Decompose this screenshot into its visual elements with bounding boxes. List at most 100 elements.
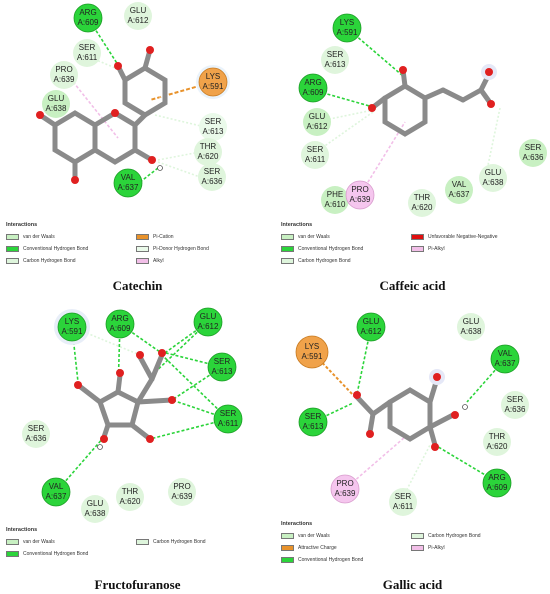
interaction-line (149, 418, 229, 440)
svg-text:VAL: VAL (49, 482, 64, 491)
interaction-line (318, 111, 374, 151)
svg-text:A:620: A:620 (120, 497, 141, 506)
legend-item: Pi-Alkyl (411, 246, 445, 252)
interaction-line (129, 167, 159, 191)
svg-text:ARG: ARG (111, 314, 128, 323)
svg-text:A:612: A:612 (198, 322, 219, 331)
svg-text:LYS: LYS (305, 342, 320, 351)
svg-text:GLU: GLU (363, 317, 380, 326)
svg-text:SER: SER (204, 167, 221, 176)
interaction-line (69, 77, 119, 139)
fructofuranose-legend: Interactions van der Waals Conventional … (6, 527, 266, 567)
panel-caption: Caffeic acid (379, 278, 446, 293)
svg-text:THR: THR (122, 487, 139, 496)
svg-text:A:637: A:637 (118, 183, 139, 192)
interaction-line (71, 326, 79, 383)
atom-markers (36, 46, 163, 184)
svg-text:GLU: GLU (309, 112, 326, 121)
legend-item: Unfavorable Negative-Negative (411, 234, 497, 240)
svg-text:A:636: A:636 (202, 177, 223, 186)
legend-item: van der Waals (281, 533, 330, 539)
svg-text:ARG: ARG (304, 78, 321, 87)
catechin-legend: Interactions van der Waals Conventional … (6, 222, 266, 272)
svg-text:VAL: VAL (452, 180, 467, 189)
svg-text:PRO: PRO (55, 65, 72, 74)
svg-text:A:611: A:611 (393, 502, 414, 511)
svg-text:A:611: A:611 (77, 53, 98, 62)
interaction-line (161, 321, 209, 356)
interaction-line (466, 358, 506, 403)
svg-text:A:613: A:613 (325, 60, 346, 69)
svg-text:GLU: GLU (48, 94, 65, 103)
svg-text:SER: SER (205, 117, 222, 126)
svg-text:A:609: A:609 (303, 88, 324, 97)
panel-caption: Gallic acid (382, 577, 443, 592)
svg-text:SER: SER (79, 43, 96, 52)
legend-item: Carbon Hydrogen Bond (136, 539, 206, 545)
svg-text:GLU: GLU (200, 312, 217, 321)
svg-text:PRO: PRO (173, 482, 190, 491)
svg-text:LYS: LYS (340, 18, 355, 27)
svg-text:A:612: A:612 (361, 327, 382, 336)
svg-text:SER: SER (327, 50, 344, 59)
svg-text:A:609: A:609 (487, 483, 508, 492)
interaction-line (486, 107, 501, 171)
svg-text:SER: SER (307, 145, 324, 154)
legend-title: Interactions (6, 222, 38, 228)
svg-text:A:639: A:639 (350, 195, 371, 204)
interaction-line (324, 109, 374, 121)
legend-title: Interactions (281, 222, 313, 228)
svg-text:A:637: A:637 (449, 190, 470, 199)
svg-text:A:612: A:612 (307, 122, 328, 131)
interaction-line (154, 114, 206, 128)
svg-text:A:638: A:638 (46, 104, 67, 113)
svg-text:THR: THR (414, 193, 431, 202)
legend-item: Carbon Hydrogen Bond (281, 258, 351, 264)
svg-text:A:611: A:611 (218, 419, 239, 428)
svg-text:SER: SER (214, 357, 231, 366)
interaction-line (359, 121, 406, 196)
svg-text:SER: SER (28, 424, 45, 433)
interaction-line (157, 151, 201, 161)
svg-text:GLU: GLU (130, 6, 147, 15)
svg-text:A:636: A:636 (505, 405, 526, 414)
svg-text:A:638: A:638 (483, 178, 504, 187)
svg-text:A:639: A:639 (335, 489, 356, 498)
legend-item: van der Waals (6, 539, 55, 545)
svg-text:A:609: A:609 (78, 18, 99, 27)
panel-caption: Catechin (112, 278, 163, 293)
svg-text:THR: THR (489, 432, 506, 441)
legend-item: Conventional Hydrogen Bond (6, 246, 88, 252)
interaction-line (402, 444, 431, 498)
svg-text:A:612: A:612 (128, 16, 149, 25)
interaction-line (157, 161, 201, 178)
svg-text:A:638: A:638 (461, 327, 482, 336)
atom-markers (74, 349, 176, 450)
svg-text:ARG: ARG (79, 8, 96, 17)
